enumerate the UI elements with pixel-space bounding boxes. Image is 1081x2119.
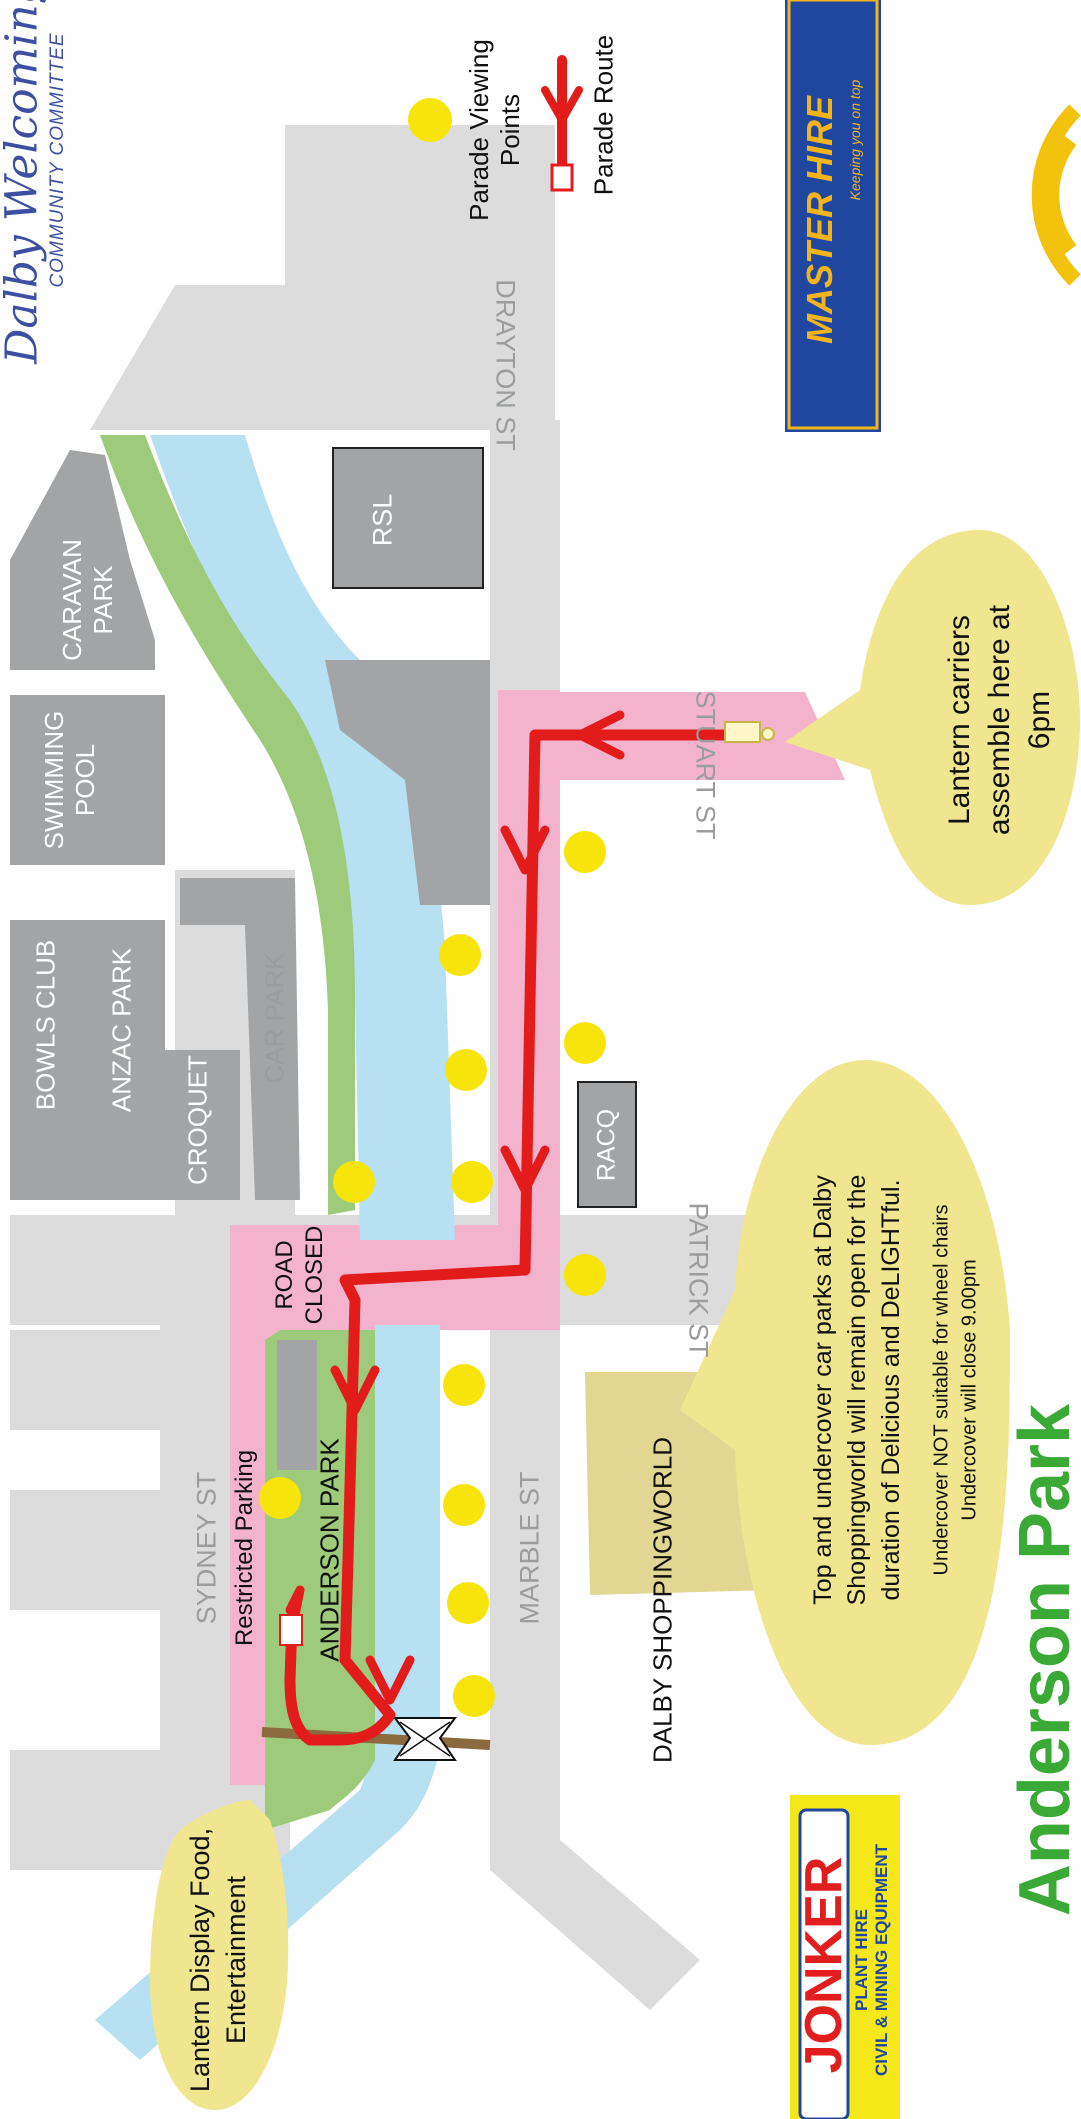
jonker-sub2: CIVIL & MINING EQUIPMENT <box>872 1843 891 2077</box>
legend-route-icon <box>541 55 583 192</box>
callout-bubbles <box>150 530 1080 2110</box>
master-hire-name: MASTER HIRE <box>799 95 840 345</box>
lantern-carriers-callout: Lantern carriers assemble here at 6pm <box>943 604 1056 836</box>
master-hire-tagline: Keeping you on top <box>847 79 863 201</box>
jonker-sub1: PLANT HIRE <box>852 1909 871 2011</box>
croquet-label: CROQUET <box>182 1055 213 1185</box>
sydney-st-label: SYDNEY ST <box>191 1471 222 1625</box>
viewing-point-marker <box>445 1049 487 1091</box>
jonker-logo <box>790 1795 900 2119</box>
viewing-point-marker <box>443 1364 485 1406</box>
viewing-point-marker <box>564 1254 606 1296</box>
anderson-park-label: ANDERSON PARK <box>314 1438 345 1662</box>
road-closed-label: ROAD CLOSED <box>271 1225 328 1325</box>
lantern-display-callout: Lantern Display Food, Entertainment <box>185 1827 251 2093</box>
racq-label: RACQ <box>592 1108 621 1182</box>
buildings <box>10 447 637 1470</box>
legend-viewing-point-icon <box>408 98 452 142</box>
parade-route <box>284 710 746 1746</box>
viewing-point-marker <box>451 1161 493 1203</box>
restricted-parking-label: Restricted Parking <box>231 1449 258 1647</box>
brand-sub: COMMUNITY COMMITTEE <box>47 32 68 288</box>
jonker-name: JONKER <box>795 1856 853 2074</box>
lantern-icon-end <box>279 1614 303 1646</box>
caravan-park-label: CARAVAN PARK <box>57 539 118 661</box>
car-park-label: CAR PARK <box>259 952 290 1084</box>
car-parks-note-2: Undercover will close 9.00pm <box>958 1259 981 1521</box>
swimming-pool-label: SWIMMING POOL <box>39 710 100 850</box>
shoppingworld-label: DALBY SHOPPINGWORLD <box>647 1436 678 1764</box>
viewing-point-marker <box>259 1477 301 1519</box>
viewing-point-marker <box>564 831 606 873</box>
lantern-icon <box>724 721 775 743</box>
viewing-point-marker <box>443 1484 485 1526</box>
viewing-point-marker <box>333 1161 375 1203</box>
bowls-club-label: BOWLS CLUB <box>30 939 61 1111</box>
viewing-point-marker <box>453 1675 495 1717</box>
drayton-st-label: DRAYTON ST <box>490 279 521 451</box>
viewing-point-marker <box>447 1582 489 1624</box>
car-parks-note-1: Undercover NOT suitable for wheel chairs <box>930 1204 953 1576</box>
rsl-label: RSL <box>367 493 398 547</box>
patrick-st-label: PATRICK ST <box>683 1202 714 1358</box>
brand-script: Dalby Welcoming <box>0 0 48 364</box>
legend-route-label: Parade Route <box>588 34 619 196</box>
legend-viewing-points-label: Parade Viewing Points <box>464 39 525 221</box>
car-parks-callout: Top and undercover car parks at Dalby Sh… <box>809 1174 905 1606</box>
viewing-point-marker <box>564 1022 606 1064</box>
page-title: Anderson Park <box>1005 1403 1081 1917</box>
viewing-point-marker <box>439 934 481 976</box>
master-hire-logo <box>785 0 881 432</box>
decorative-arcs <box>1031 104 1081 286</box>
anzac-park-label: ANZAC PARK <box>106 947 137 1113</box>
stuart-st-label: STUART ST <box>690 690 721 840</box>
marble-st-label: MARBLE ST <box>514 1471 545 1625</box>
